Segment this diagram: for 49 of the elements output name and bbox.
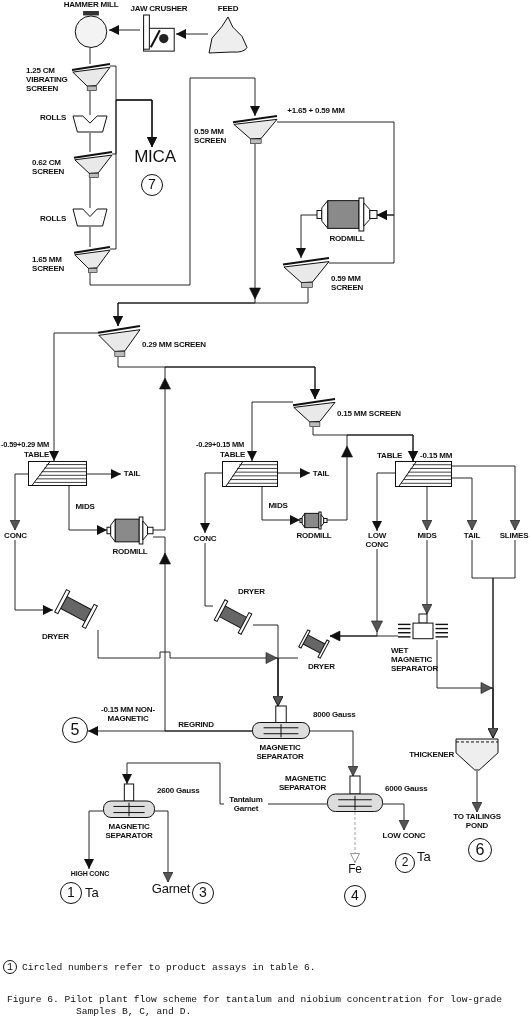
equipment-label: HAMMER MILL: [62, 0, 120, 9]
equipment-label: DRYER: [238, 587, 266, 596]
equipment-label: RODMILL: [111, 547, 149, 556]
equipment-label: MAGNETIC SEPARATOR: [277, 774, 326, 792]
equipment-label: ROLLS: [40, 113, 68, 122]
stream-label: LOW CONC: [381, 830, 427, 840]
stream-label: MICA: [134, 147, 176, 167]
edge-label: Tantalum Garnet: [224, 795, 268, 813]
note: Circled numbers refer to product assays in table 6.: [22, 962, 317, 974]
stream-label: TAIL: [121, 468, 143, 479]
figure-caption: Figure 6. Pilot plant flow scheme for tantalum and niobium concentration for low-grade Samples B, C, and D.: [7, 994, 504, 1018]
equipment-label: ROLLS: [40, 214, 68, 223]
equipment-label: JAW CRUSHER: [129, 4, 189, 13]
equipment-label: RODMILL: [295, 531, 333, 540]
stream-label: Fe: [344, 863, 366, 877]
equipment-label: FEED: [216, 4, 240, 13]
equipment-label: TABLE: [24, 450, 51, 459]
equipment-label: DRYER: [308, 662, 336, 671]
equipment-label: -0.15 MM: [420, 451, 454, 460]
equipment-label: RODMILL: [328, 234, 366, 243]
stream-label: SLIMES: [498, 530, 530, 540]
stream-label: CONC: [191, 533, 219, 543]
equipment-label: 8000 Gauss: [313, 710, 357, 719]
equipment-label: TABLE: [377, 451, 404, 460]
equipment-label: 0.62 CM SCREEN: [32, 158, 66, 176]
equipment-label: 0.59 MM SCREEN: [194, 127, 228, 145]
stream-label: TO TAILINGS POND: [444, 812, 510, 830]
equipment-label: 1.65 MM SCREEN: [32, 255, 66, 273]
equipment-label: 1.25 CM VIBRATING SCREEN: [26, 66, 69, 93]
equipment-label: 2600 Gauss: [157, 786, 201, 795]
equipment-label: 0.29 MM SCREEN: [142, 340, 207, 349]
equipment-label: 6000 Gauss: [385, 784, 429, 793]
equipment-label: WET MAGNETIC SEPARATOR: [391, 646, 437, 673]
flow-arrow: [152, 536, 253, 732]
equipment-label: MAGNETIC SEPARATOR: [255, 743, 305, 761]
equipment-label: MAGNETIC SEPARATOR: [104, 822, 154, 840]
stream-label: Garnet: [148, 882, 194, 897]
element-symbol: Ta: [85, 885, 99, 901]
stream-label: MIDS: [413, 530, 441, 540]
equipment-label: THICKENER: [408, 750, 454, 759]
equipment-label: DRYER: [42, 632, 70, 641]
stream-label: TAIL: [310, 468, 332, 479]
equipment-label: TABLE: [220, 450, 247, 459]
element-symbol: Ta: [417, 850, 431, 864]
stream-label: CONC: [2, 530, 29, 540]
equipment-label: 0.59 MM SCREEN: [331, 274, 365, 292]
stream-label: TAIL: [461, 530, 483, 540]
stream-label: LOW CONC: [363, 531, 391, 549]
equipment-label: 0.15 MM SCREEN: [337, 409, 402, 418]
